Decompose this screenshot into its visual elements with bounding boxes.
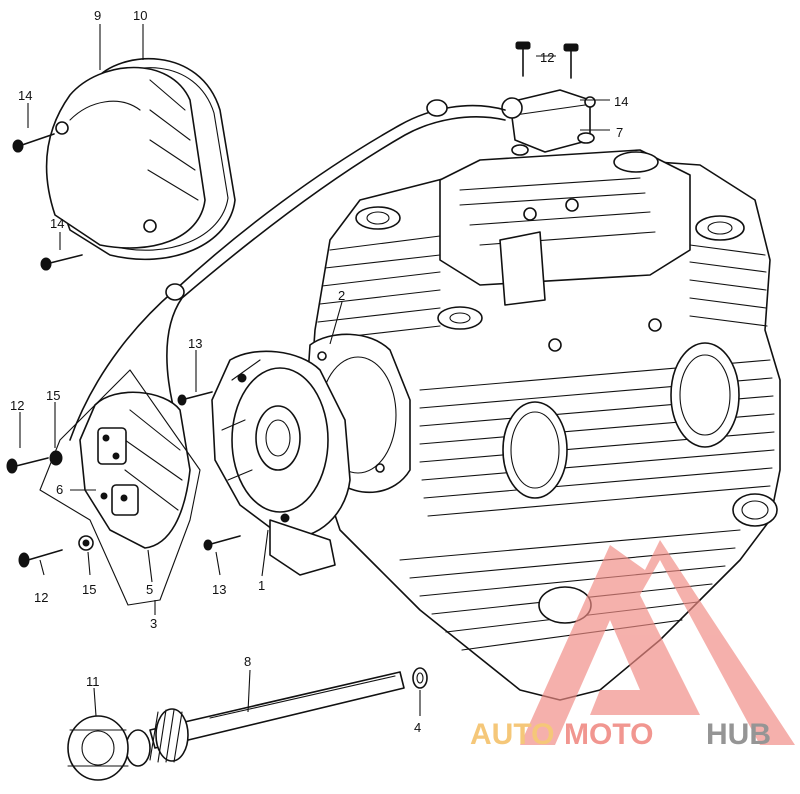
part-12-15-13-screws	[6, 391, 241, 568]
label-14-a: 14	[18, 88, 32, 103]
part-11-collar	[67, 715, 129, 781]
label-7: 7	[616, 125, 623, 140]
part-12-screws-top	[515, 41, 579, 79]
label-12-a: 12	[540, 50, 554, 65]
label-11: 11	[86, 674, 100, 689]
label-14-b: 14	[50, 216, 64, 231]
automotohub-watermark: AUTO MOTO HUB	[470, 540, 795, 751]
part-14-screws	[12, 96, 596, 271]
part-9-cover	[45, 66, 206, 249]
label-13-b: 13	[212, 582, 226, 597]
part-8-shaft	[125, 671, 405, 767]
part-1-point-base-housing	[211, 350, 351, 576]
label-1: 1	[258, 578, 265, 593]
watermark-auto: AUTO	[470, 718, 554, 751]
leader-lines	[19, 24, 610, 717]
watermark-moto: MOTO	[564, 718, 653, 751]
label-8: 8	[244, 654, 251, 669]
label-14-c: 14	[614, 94, 628, 109]
breather-hoses	[69, 99, 506, 441]
label-10: 10	[133, 8, 147, 23]
label-4: 4	[414, 720, 421, 735]
watermark-triangle-logo	[520, 540, 795, 745]
label-13-a: 13	[188, 336, 202, 351]
part-5-breaker-plate	[79, 391, 191, 549]
part-7-breather-fitting	[501, 89, 595, 156]
label-12-b: 12	[10, 398, 24, 413]
label-2: 2	[338, 288, 345, 303]
label-5: 5	[146, 582, 153, 597]
watermark-hub: HUB	[706, 718, 771, 751]
label-9: 9	[94, 8, 101, 23]
part-4-clip	[412, 667, 428, 689]
label-3: 3	[150, 616, 157, 631]
label-15-a: 15	[46, 388, 60, 403]
part-labels: 9 10 14 14 12 14 7 2 13 12 15 6 12 15 5 …	[10, 8, 628, 735]
label-12-c: 12	[34, 590, 48, 605]
label-15-b: 15	[82, 582, 96, 597]
label-6: 6	[56, 482, 63, 497]
